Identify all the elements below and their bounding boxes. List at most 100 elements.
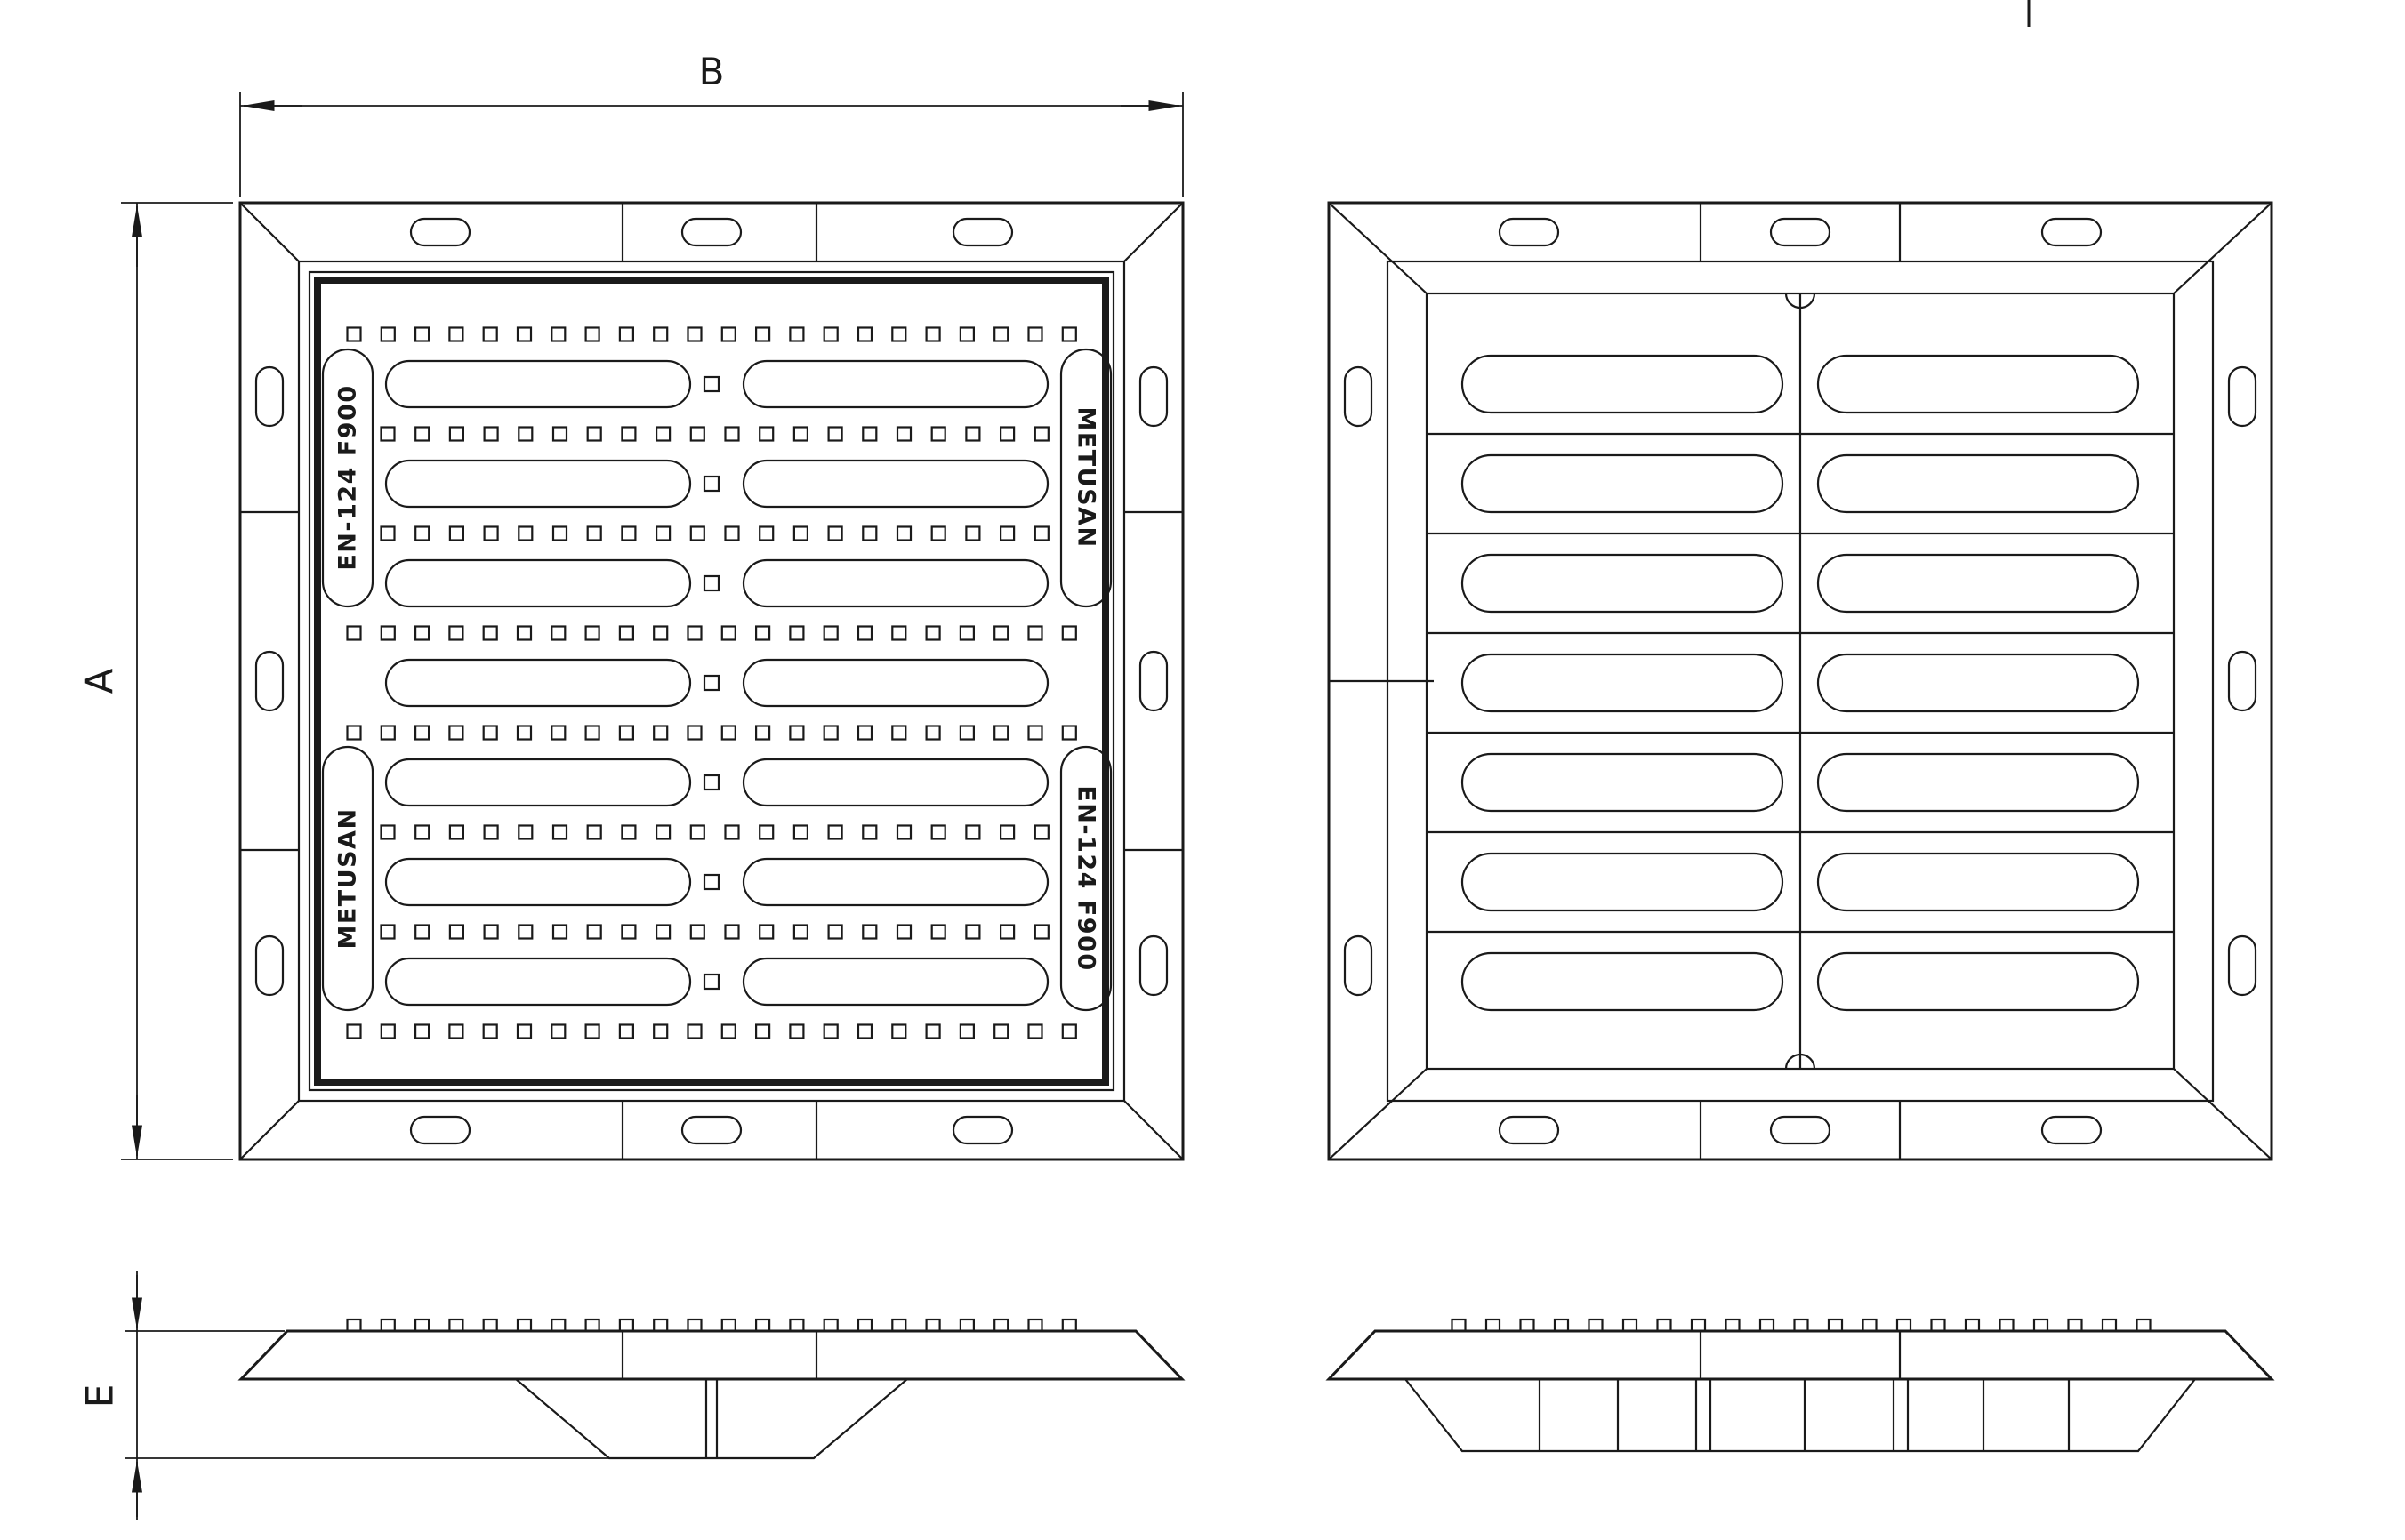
grate-stud — [448, 725, 464, 741]
bottom-view-grate-in-frame — [1327, 201, 2273, 1161]
grate-stud — [414, 625, 430, 641]
grate-slot — [742, 459, 1050, 509]
grate-stud — [827, 426, 843, 442]
grate-stud — [925, 725, 941, 741]
grate-stud — [346, 725, 362, 741]
grate-stud — [724, 525, 740, 541]
grate-stud — [414, 426, 430, 442]
grate-stud — [862, 824, 878, 840]
grate-stud — [789, 1023, 805, 1039]
grate-stud — [618, 625, 635, 641]
stud-profile — [857, 1318, 873, 1333]
frame-lifting-oval — [1498, 217, 1560, 247]
grate-stud — [448, 625, 464, 641]
grate-stud — [862, 426, 878, 442]
under-rib-web — [1404, 1378, 2196, 1453]
frame-lifting-oval — [254, 650, 285, 712]
grate-stud — [720, 326, 736, 342]
grate-stud — [346, 326, 362, 342]
grate-stud — [586, 824, 602, 840]
frame-inner-edge — [297, 260, 1126, 1103]
grate-stud — [518, 924, 534, 940]
stud-profile — [1484, 1318, 1501, 1333]
grate-stud — [448, 426, 464, 442]
grate-stud — [586, 525, 602, 541]
stud-profile — [754, 1318, 771, 1333]
grate-slot-bottom — [1460, 852, 1784, 912]
frame-lifting-oval — [2040, 1115, 2103, 1145]
grate-slot — [384, 459, 692, 509]
grate-stud — [414, 525, 430, 541]
stud-profile — [1553, 1318, 1570, 1333]
grate-stud — [584, 725, 600, 741]
grate-stud — [551, 725, 567, 741]
grate-stud — [483, 924, 499, 940]
stud-profile — [891, 1318, 907, 1333]
grate-stud — [999, 426, 1016, 442]
dimension-a: A — [78, 202, 233, 1160]
grate-outline — [308, 270, 1115, 1092]
grate-stud — [925, 1023, 941, 1039]
frame-lifting-slots — [1343, 217, 2257, 1145]
grate-slot — [384, 758, 692, 807]
frame-lifting-slots — [254, 217, 1169, 1145]
stud-profile — [1862, 1318, 1878, 1333]
grate-stud — [891, 725, 907, 741]
grate-stud — [789, 326, 805, 342]
grate-stud — [448, 1023, 464, 1039]
grate-drain-slots-bottom — [1460, 354, 2140, 1012]
stud-profile — [1451, 1318, 1467, 1333]
grate-stud — [689, 824, 705, 840]
marking-standard-class: EN-124 F900 — [334, 384, 362, 570]
grate-stud — [703, 375, 720, 393]
side-view-grate — [237, 1318, 1186, 1460]
grate-stud — [930, 426, 946, 442]
grate-stud — [551, 525, 568, 541]
grate-slot — [742, 658, 1050, 708]
grate-stud — [380, 1023, 396, 1039]
stud-profile — [1827, 1318, 1844, 1333]
frame-lifting-oval — [1769, 217, 1831, 247]
grate-stud — [653, 1023, 669, 1039]
stud-profile — [1621, 1318, 1638, 1333]
grate-stud — [993, 1023, 1009, 1039]
grate-stud — [448, 326, 464, 342]
grate-stud — [448, 824, 464, 840]
grate-anti-slip-studs — [346, 326, 1077, 1039]
grate-stud — [618, 1023, 635, 1039]
grate-stud — [999, 824, 1016, 840]
frame-lifting-oval — [1138, 365, 1169, 428]
stud-profile — [1758, 1318, 1775, 1333]
stud-profile — [1964, 1318, 1981, 1333]
marking-brand: METUSAN — [1073, 406, 1100, 548]
stud-profile — [346, 1318, 362, 1333]
stud-profile — [1656, 1318, 1672, 1333]
frame-lifting-oval — [1343, 934, 1373, 997]
grate-slot-bottom — [1816, 553, 2140, 614]
grate-stud — [584, 625, 600, 641]
grate-slot — [742, 359, 1050, 409]
grate-stud — [551, 1023, 567, 1039]
grate-stud — [551, 824, 568, 840]
grate-stud — [703, 674, 720, 692]
grate-stud — [483, 426, 499, 442]
grate-slot — [742, 857, 1050, 907]
frame-lifting-oval — [254, 365, 285, 428]
frame-miter — [239, 1100, 300, 1160]
frame-lifting-oval — [1343, 365, 1373, 428]
grate-stud — [930, 824, 946, 840]
stud-profile — [720, 1318, 736, 1333]
stud-profile — [1999, 1318, 2015, 1333]
grate-stud — [448, 924, 464, 940]
stud-profile — [1588, 1318, 1604, 1333]
grate-slot — [742, 758, 1050, 807]
grate-stud — [999, 525, 1016, 541]
grate-stud — [414, 326, 430, 342]
grate-stud — [551, 625, 567, 641]
grate-stud — [518, 824, 534, 840]
grate-stud — [380, 924, 396, 940]
stud-profile-row — [1451, 1318, 2152, 1333]
grate-slot — [384, 359, 692, 409]
stud-profile — [1725, 1318, 1741, 1333]
under-rib-web — [515, 1378, 908, 1460]
